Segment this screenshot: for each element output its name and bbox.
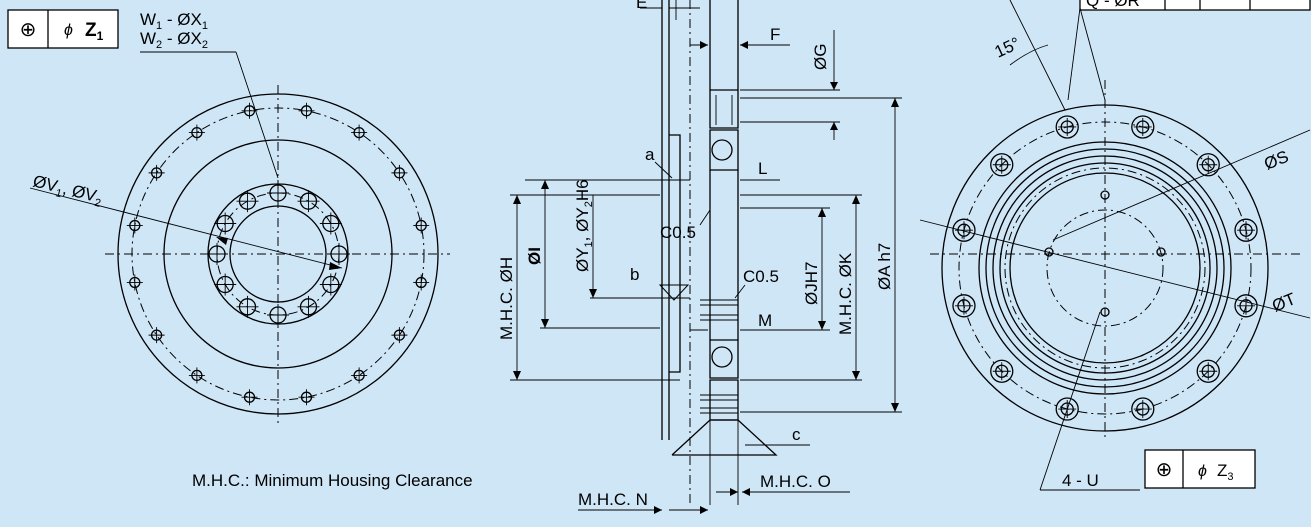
svg-text:Z1: Z1 [85,20,104,43]
diameter-v-label: ØV1, ØV2 [30,171,104,209]
q-label: Q - ØR [1086,0,1140,10]
tolerance-sub: 1 [97,29,104,43]
outer-hole-ring [1234,218,1258,242]
position-symbol-icon-z3: ⊕ [1156,459,1173,481]
outer-bolt-holes [126,102,430,406]
outer-hole-ring [952,218,976,242]
dim-h: M.H.C. ØH [497,257,516,340]
q-frame [1079,0,1311,11]
outer-hole-ring [1196,153,1220,177]
angle-label: 15° [992,34,1023,62]
dim-i: ØI [525,247,544,265]
tolerance-value: Z [85,20,97,41]
position-tolerance-box-z3: ⊕ ϕ Z3 [1144,449,1256,489]
dim-j: ØJH7 [802,262,821,305]
outer-hole-ring [1055,115,1079,139]
dim-g: ØG [811,44,830,70]
chamfer-mid: C0.5 [743,267,779,286]
dim-t: ØT [1269,289,1298,315]
dim-m: M [758,311,772,330]
dim-u: 4 - U [1062,471,1099,490]
outer-hole-ring [990,359,1014,383]
outer-hole-ring [1234,294,1258,318]
diameter-symbol: ϕ [64,22,73,39]
position-tolerance-box: ⊕ ϕ Z1 [7,9,119,49]
position-symbol-icon: ⊕ [20,19,37,41]
tolerance-frame [7,9,119,49]
dim-s: ØS [1261,147,1291,174]
dim-c: c [792,425,801,444]
outer-hole-ring [1131,397,1155,421]
right-outer-holes [952,115,1258,421]
dim-f: F [770,25,780,44]
dim-a-h7: ØA h7 [875,243,894,290]
dim-o: M.H.C. O [760,472,831,491]
svg-text:Z3: Z3 [1217,461,1234,483]
footnote-mhc: M.H.C.: Minimum Housing Clearance [192,471,473,490]
dim-k: M.H.C. ØK [836,252,855,335]
right-flange-view: Q - ØR 15° ØS ØT 4 - U [919,0,1311,491]
outer-hole-ring [1196,359,1220,383]
outer-hole-ring [1131,115,1155,139]
dim-l: L [758,159,767,178]
left-flange-view: ⊕ ϕ Z1 W1 - ØX1 W2 - ØX2 ØV1, ØV2 M.H.C.… [7,9,473,490]
chamfer-top: C0.5 [660,223,696,242]
outer-hole-ring [1055,397,1079,421]
outer-hole-ring [952,294,976,318]
outer-hole-ring [990,153,1014,177]
dim-e: E [636,0,647,12]
inner-bolt-holes [206,182,350,326]
dim-b: b [630,265,639,284]
dim-a: a [645,145,655,164]
svg-text:ϕ: ϕ [1198,463,1207,480]
callout-w1-x1: W1 - ØX1 [140,10,208,32]
tolerance-frame-z3 [1144,449,1256,489]
dim-n: M.H.C. N [578,490,648,509]
right-inner-holes [1044,190,1166,317]
dim-y: ØY1, ØY2H6 [573,179,595,272]
callout-w2-x2: W2 - ØX2 [140,29,208,51]
section-view: E F ØG a L C0.5 b C0.5 M c [497,0,902,514]
